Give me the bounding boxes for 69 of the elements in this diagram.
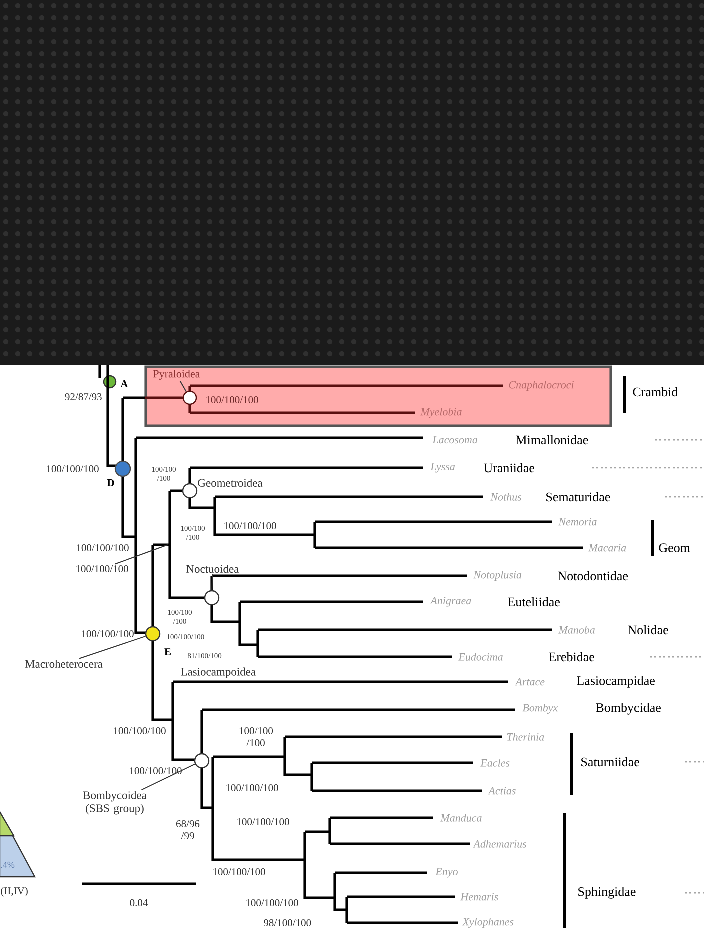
clade-name: Noctuoidea bbox=[186, 564, 240, 574]
node-circle bbox=[145, 626, 161, 642]
species-name: Hemaris bbox=[460, 893, 498, 901]
species-name: Bombyx bbox=[522, 704, 558, 714]
family-name: Crambid bbox=[633, 387, 678, 397]
node-letter: A bbox=[120, 380, 128, 388]
node-circle bbox=[204, 590, 220, 606]
support-value: 100/100/100 bbox=[130, 767, 182, 775]
node-circle bbox=[194, 753, 210, 769]
species-name: Nothus bbox=[490, 493, 522, 501]
species-name: Lyssa bbox=[430, 463, 456, 473]
species-name: Manoba bbox=[558, 626, 595, 634]
family-name: Geom bbox=[659, 544, 690, 552]
species-name: Therinia bbox=[507, 733, 544, 741]
clade-name: Lasiocampoidea bbox=[181, 668, 256, 678]
species-name: Manduca bbox=[440, 814, 482, 822]
family-name: Notodontidae bbox=[558, 571, 628, 581]
support-value: 100/100/100 bbox=[214, 868, 266, 876]
leader-line bbox=[114, 544, 168, 565]
node-letter: D bbox=[107, 480, 114, 486]
species-name: Eudocima bbox=[458, 653, 503, 661]
clade-name: Bombycoidea (SBS group) bbox=[83, 791, 147, 815]
family-name: Sphingidae bbox=[578, 887, 636, 899]
percentage-label: .4% bbox=[1, 862, 15, 868]
family-name: Erebidae bbox=[549, 652, 594, 662]
species-name: Actias bbox=[488, 787, 516, 795]
family-name: Saturniidae bbox=[582, 757, 640, 767]
support-value: 100/100/100 bbox=[226, 784, 278, 792]
species-name: Artace bbox=[515, 678, 545, 686]
leader-line bbox=[79, 636, 146, 660]
species-name: Notoplusia bbox=[474, 571, 522, 581]
species-name: Eacles bbox=[480, 759, 510, 767]
clade-name: Geometroidea bbox=[198, 478, 263, 488]
support-value: 98/100/100 bbox=[264, 919, 312, 927]
species-name: Myelobia bbox=[420, 408, 462, 418]
support-value: 100/100/100 bbox=[224, 522, 276, 530]
node-circle bbox=[114, 460, 132, 478]
species-name: Nemoria bbox=[558, 518, 597, 526]
node-letter: E bbox=[164, 648, 171, 656]
support-value: 100/100/100 bbox=[76, 565, 128, 573]
species-name: Xylophanes bbox=[462, 918, 514, 928]
family-name: Lasiocampidae bbox=[577, 676, 655, 688]
support-value: 100/100 /100 bbox=[240, 727, 274, 747]
highlight-box bbox=[144, 366, 612, 428]
leader-line bbox=[141, 764, 196, 791]
scale-label: 0.04 bbox=[130, 899, 148, 907]
support-value: 68/96 /99 bbox=[176, 820, 200, 840]
group-label: (II,IV) bbox=[1, 887, 28, 897]
species-name: Anigraea bbox=[430, 597, 472, 607]
clade-name: Pyraloidea bbox=[154, 370, 200, 380]
family-name: Mimallonidae bbox=[516, 435, 588, 445]
species-name: Cnaphalocroci bbox=[509, 381, 574, 391]
species-name: Macaria bbox=[588, 544, 626, 552]
family-name: Sematuridae bbox=[546, 492, 610, 502]
support-value: 100/100/100 bbox=[77, 544, 129, 552]
clade-name: Macroheterocera bbox=[25, 660, 103, 668]
leader-line bbox=[212, 574, 214, 591]
family-name: Uraniidae bbox=[484, 463, 534, 473]
family-name: Nolidae bbox=[628, 625, 668, 635]
node-circle bbox=[182, 483, 198, 499]
family-name: Bombycidae bbox=[596, 703, 661, 715]
support-value: 100/100/100 bbox=[238, 818, 290, 826]
species-name: Enyo bbox=[436, 868, 458, 878]
family-name: Euteliidae bbox=[508, 597, 560, 607]
support-value: 100/100/100 bbox=[246, 899, 298, 907]
node-circle bbox=[103, 375, 117, 389]
leader-line bbox=[180, 380, 187, 392]
species-name: Adhemarius bbox=[473, 840, 527, 848]
species-name: Lacosoma bbox=[432, 436, 478, 444]
